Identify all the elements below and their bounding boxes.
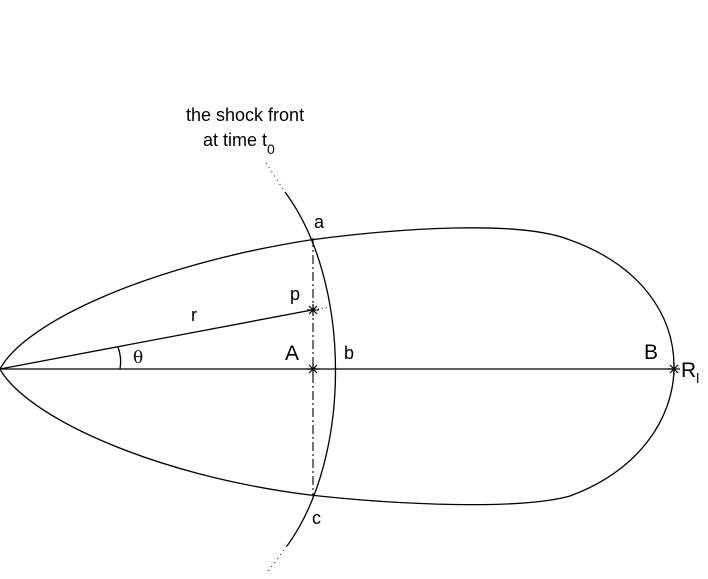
- label-point-c: c: [312, 508, 321, 528]
- label-angle-theta: θ: [133, 348, 143, 368]
- label-R-main: R: [681, 359, 696, 382]
- caption-time-subscript: 0: [267, 141, 275, 157]
- radius-line-r: [0, 309, 313, 370]
- label-point-R: Rl: [681, 359, 699, 386]
- label-radius-r: r: [191, 305, 197, 325]
- shock-front-dotted-bottom: [265, 545, 288, 575]
- marker-A: [307, 363, 319, 375]
- theta-angle-arc: [117, 346, 122, 370]
- label-point-p: p: [290, 284, 300, 304]
- caption-time-text: at time t: [203, 130, 267, 150]
- marker-p: [307, 304, 319, 316]
- label-point-A: A: [285, 342, 299, 365]
- shock-front-dotted-top: [265, 162, 286, 193]
- label-point-B: B: [644, 341, 658, 364]
- caption-line-2: at time t0: [203, 130, 275, 157]
- label-point-a: a: [314, 212, 325, 232]
- marker-R: [668, 363, 680, 375]
- lobe-outline: [0, 227, 675, 506]
- label-point-b: b: [344, 343, 354, 363]
- shock-front-arc: [284, 191, 337, 547]
- label-R-subscript: l: [696, 370, 699, 386]
- caption-line-1: the shock front: [186, 105, 304, 125]
- tangent-dotted-at-p: [313, 306, 331, 311]
